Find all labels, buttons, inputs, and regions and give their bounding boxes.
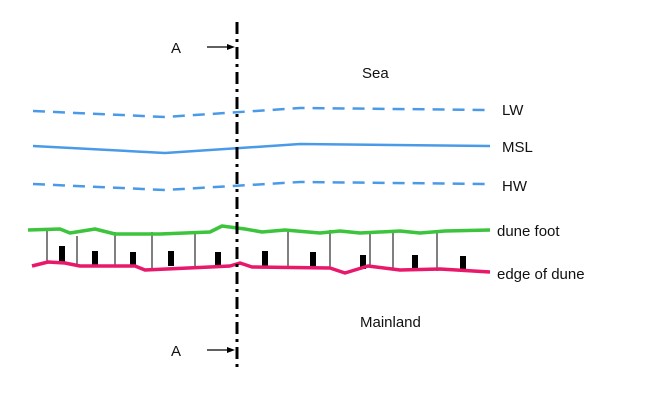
- lw-line: [32, 106, 491, 119]
- dune-markers: [59, 246, 466, 270]
- msl-line: [32, 142, 491, 155]
- section-label-top: A: [171, 40, 182, 57]
- lw-label: LW: [502, 102, 524, 119]
- arrow-icon-bottom: [207, 347, 235, 353]
- arrow-icon-top: [207, 44, 235, 50]
- msl-label: MSL: [502, 139, 533, 156]
- hw-line: [32, 180, 491, 192]
- dune-transects: [46, 230, 438, 271]
- edge-of-dune-line: [31, 260, 491, 275]
- section-label-bottom: A: [171, 343, 182, 360]
- mainland-label: Mainland: [360, 314, 421, 331]
- dune-foot-label: dune foot: [497, 223, 560, 240]
- edge-of-dune-label: edge of dune: [497, 266, 585, 283]
- hw-label: HW: [502, 178, 527, 195]
- sea-label: Sea: [362, 65, 389, 82]
- dune-foot-line: [27, 224, 491, 236]
